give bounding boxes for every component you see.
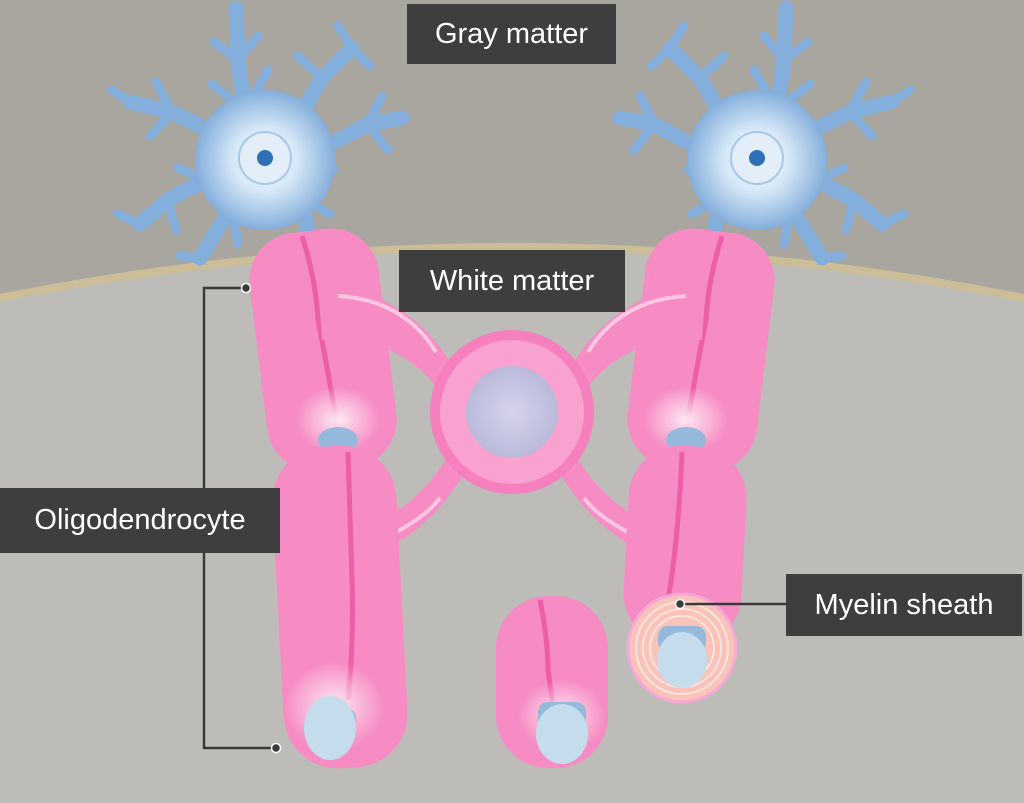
oligodendrocyte-pointer-bottom — [270, 742, 282, 754]
oligodendrocyte-label: Oligodendrocyte — [0, 488, 280, 553]
oligodendrocyte-pointer-top — [240, 282, 252, 294]
myelin-segment-center-bottom — [496, 596, 608, 768]
neuron-right-nucleolus — [749, 150, 765, 166]
gray-white-boundary — [0, 243, 1024, 302]
myelin-segment-right-top — [627, 228, 775, 472]
neuron-left-nucleolus — [257, 150, 273, 166]
gray-matter-label: Gray matter — [407, 4, 616, 64]
myelin-sheath-cross-section — [626, 592, 738, 704]
oligodendrocyte-bracket — [202, 286, 274, 750]
myelin-segment-left-bottom — [272, 445, 408, 769]
oligodendrocyte-nucleus — [466, 366, 558, 458]
myelin-sheath-label: Myelin sheath — [786, 574, 1022, 636]
myelin-segment-right-bottom — [623, 445, 747, 647]
white-matter-label: White matter — [399, 250, 625, 312]
myelin-sheath-pointer — [674, 598, 686, 610]
